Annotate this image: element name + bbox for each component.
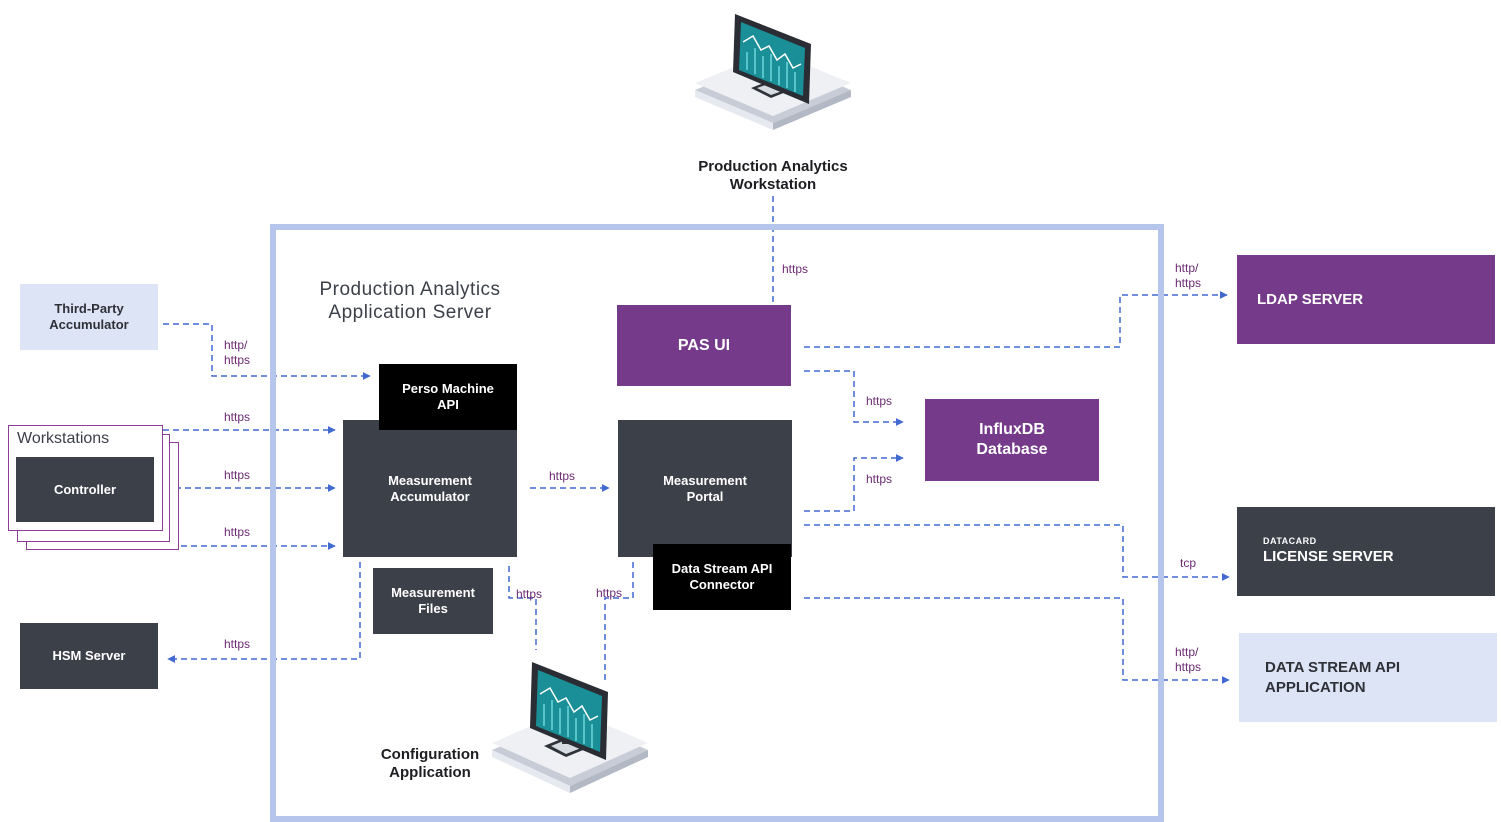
measurement-accumulator[interactable]: Measurement Accumulator <box>343 420 517 557</box>
license-server-brand: DATACARD <box>1263 536 1317 546</box>
label-license-tcp: tcp <box>1180 556 1197 570</box>
measurement-portal[interactable]: Measurement Portal <box>618 420 792 557</box>
ldap-server[interactable]: LDAP SERVER <box>1237 255 1495 344</box>
conn-config-connector <box>604 562 634 680</box>
label-ws2-https: https <box>224 468 251 482</box>
label-dsapp-http: http/ https <box>1175 645 1202 674</box>
conn-files-config <box>508 566 537 650</box>
influxdb-database[interactable]: InfluxDB Database <box>925 399 1099 481</box>
label-files-https: https <box>516 587 543 601</box>
label-ws3-https: https <box>224 525 251 539</box>
data-stream-api-application[interactable]: DATA STREAM API APPLICATION <box>1239 633 1497 722</box>
workstation-caption: Production Analytics Workstation <box>698 158 848 193</box>
label-hsm-https: https <box>224 637 251 651</box>
label-ws1-https: https <box>224 410 251 424</box>
label-config-https: https <box>596 586 623 600</box>
conn-pasui-influx <box>804 370 904 426</box>
label-ldap-http: http/ https <box>1175 261 1202 290</box>
conn-portal-influx <box>804 454 904 512</box>
label-influx-bottom-https: https <box>866 472 893 486</box>
measurement-files[interactable]: Measurement Files <box>373 568 493 634</box>
pas-ui[interactable]: PAS UI <box>617 305 791 386</box>
label-workstation-https: https <box>782 262 809 276</box>
configuration-caption: Configuration Application <box>380 746 480 781</box>
conn-acc-hsm <box>167 562 361 663</box>
conn-portal-license <box>804 524 1230 581</box>
conn-pasui-ldap <box>804 291 1228 348</box>
hsm-server[interactable]: HSM Server <box>20 623 158 689</box>
perso-machine-api[interactable]: Perso Machine API <box>379 364 517 430</box>
data-stream-api-connector[interactable]: Data Stream API Connector <box>653 544 791 610</box>
workstations-title: Workstations <box>17 430 110 447</box>
third-party-accumulator[interactable]: Third-Party Accumulator <box>20 284 158 350</box>
conn-thirdparty-perso <box>163 323 371 380</box>
configuration-monitor-icon <box>490 656 652 804</box>
application-server-title: Production Analytics Application Server <box>319 279 501 323</box>
license-server[interactable]: DATACARD LICENSE SERVER <box>1237 507 1495 596</box>
license-server-label: LICENSE SERVER <box>1263 548 1394 565</box>
workstation-monitor-icon <box>693 8 855 140</box>
conn-connector-dsapp <box>804 597 1230 684</box>
label-influx-top-https: https <box>866 394 893 408</box>
controller-box[interactable]: Controller <box>16 457 154 522</box>
label-acc-portal-https: https <box>549 469 576 483</box>
label-thirdparty-http: http/ https <box>224 338 251 367</box>
